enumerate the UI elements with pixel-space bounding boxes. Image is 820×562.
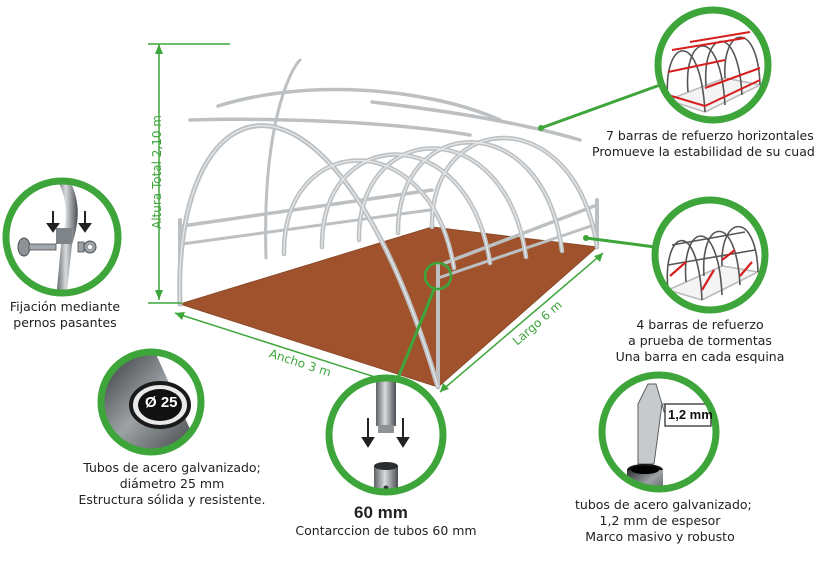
thickness-circle bbox=[598, 371, 720, 493]
tube-diameter-badge: Ø 25 bbox=[145, 394, 178, 411]
horizontal-bars-circle bbox=[654, 6, 772, 124]
tubes-caption: Tubos de acero galvanizado; diámetro 25 … bbox=[78, 460, 266, 507]
bolt-icon bbox=[17, 237, 97, 257]
thickness-badge: 1,2 mm bbox=[668, 407, 713, 422]
contraction-value: 60 mm bbox=[354, 503, 408, 522]
greenhouse-thumbnail-icon bbox=[665, 31, 763, 113]
storm-bars-caption: 4 barras de refuerzo a prueba de torment… bbox=[615, 317, 785, 364]
contraction-caption: Contarccion de tubos 60 mm bbox=[295, 523, 477, 538]
horizontal-bars-caption: 7 barras de refuerzo horizontales Promue… bbox=[592, 128, 815, 159]
tube-joint-icon bbox=[361, 378, 410, 492]
bolts-caption: Fijación mediante pernos pasantes bbox=[9, 299, 121, 330]
bolt-detail-circle bbox=[2, 177, 122, 297]
storm-bars-circle bbox=[651, 196, 769, 314]
tube-joint-circle bbox=[325, 374, 447, 496]
height-label: Altura Total 2,10 m bbox=[150, 114, 164, 230]
tube-section-circle bbox=[97, 348, 205, 456]
thickness-caption: tubos de acero galvanizado; 1,2 mm de es… bbox=[575, 497, 752, 544]
tube-section-icon bbox=[101, 352, 195, 452]
caliper-icon bbox=[627, 383, 712, 489]
